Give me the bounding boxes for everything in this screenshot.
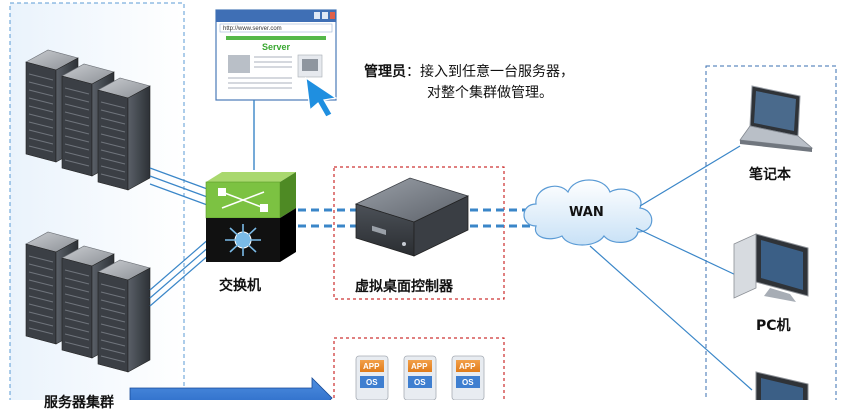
network-diagram: http://www.server.com Server [9,2,837,400]
cluster-label: 服务器集群 [44,395,114,411]
browser-title: Server [262,42,291,52]
switch-device [205,172,296,262]
laptop-icon [739,85,814,152]
wan-label: WAN [569,205,604,220]
pc-icon [733,233,809,302]
browser-url: http://www.server.com [223,26,282,32]
vm-app-label: APP [411,362,428,371]
terminal-icon [755,371,809,400]
laptop-label: 笔记本 [749,167,791,183]
rack-links [149,167,211,307]
controller-label: 虚拟桌面控制器 [355,279,453,295]
admin-separator: ： [406,64,420,80]
admin-label: 管理员 [364,64,406,80]
admin-line-2: 对整个集群做管理。 [427,85,553,101]
cursor-icon [305,76,338,118]
vm-instance: APP OS [355,355,389,400]
vm-app-label: APP [459,362,476,371]
switch-label: 交换机 [219,278,261,294]
controller-device [354,177,470,257]
cluster-to-vm-arrow [129,377,333,400]
controller-box [333,166,505,300]
browser-window: http://www.server.com Server [215,9,337,101]
vm-app-label: APP [363,362,380,371]
vm-os-label: OS [414,378,426,387]
vm-os-label: OS [462,378,474,387]
wan-cloud [523,179,653,246]
wan-client-links [589,145,753,391]
vm-box [333,337,505,400]
vm-instance: APP OS [403,355,437,400]
controller-wan-links [470,208,530,228]
client-area [705,65,837,400]
admin-line-1: 接入到任意一台服务器， [420,64,574,80]
vm-instance: APP OS [451,355,485,400]
switch-controller-links [298,208,358,228]
admin-description: 管理员：接入到任意一台服务器， 对整个集群做管理。 [364,62,574,104]
vm-icons: APP OS APP OS APP OS [355,355,485,400]
pc-label: PC机 [756,318,791,334]
vm-os-label: OS [366,378,378,387]
